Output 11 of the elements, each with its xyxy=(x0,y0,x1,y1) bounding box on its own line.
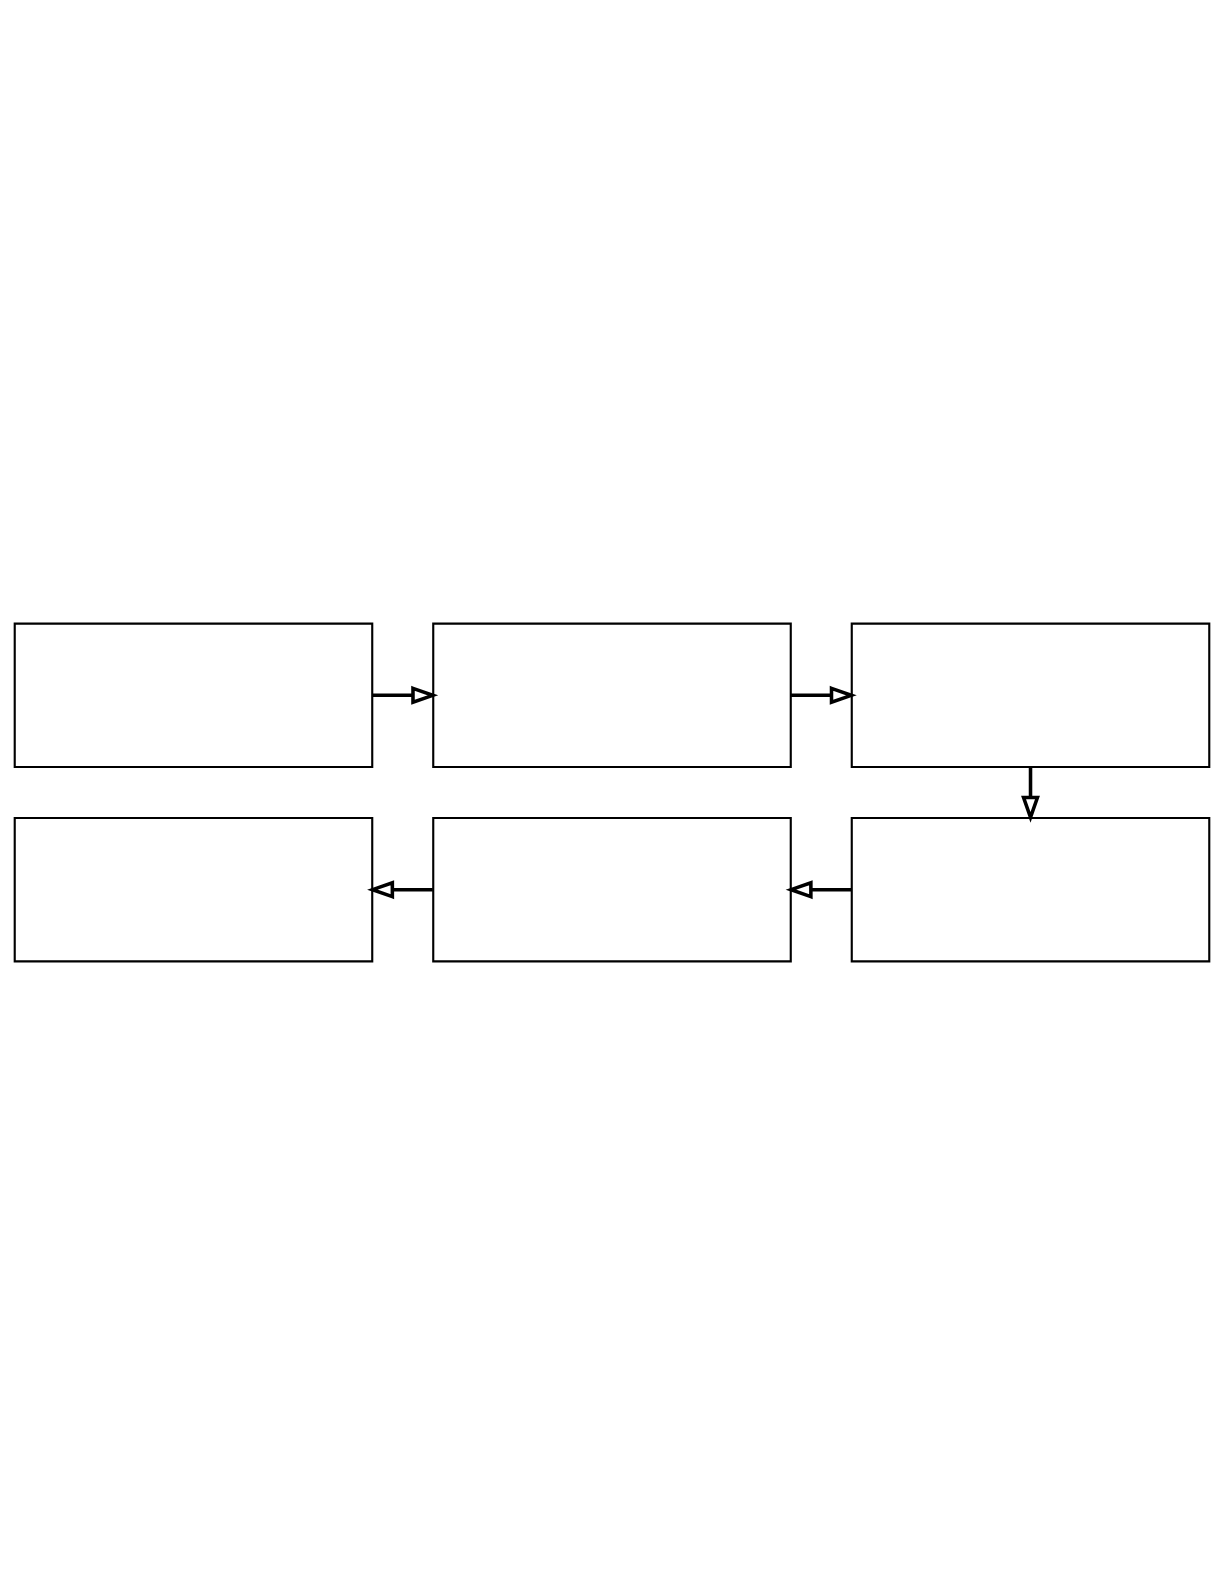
node-box xyxy=(13,816,374,962)
node-box xyxy=(13,622,374,768)
arrow xyxy=(372,685,439,705)
arrow xyxy=(791,685,857,705)
arrow xyxy=(1021,766,1040,823)
arrow xyxy=(367,879,433,899)
node-box xyxy=(850,622,1211,768)
node-box xyxy=(432,816,792,962)
arrow xyxy=(785,879,852,899)
node-box xyxy=(850,816,1211,962)
node-box xyxy=(432,622,792,768)
